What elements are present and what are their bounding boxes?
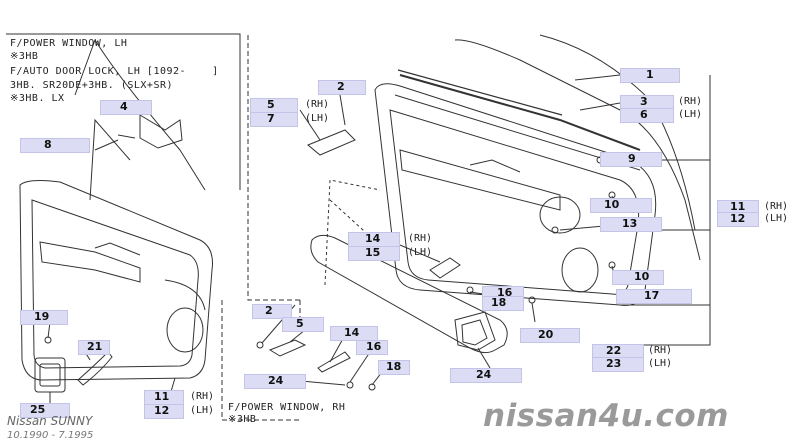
callout-23[interactable]: [592, 357, 644, 372]
part-number-16[interactable]: 16: [497, 286, 513, 299]
lh-door-outline: [19, 180, 213, 381]
side-3: (RH): [678, 96, 703, 107]
part-number-4[interactable]: 4: [120, 100, 128, 113]
part-number-1[interactable]: 1: [646, 68, 654, 81]
side-11-lower: (RH): [190, 391, 215, 402]
part-number-24-lower[interactable]: 24: [268, 374, 284, 387]
side-11: (RH): [764, 201, 789, 212]
part-number-2-lower[interactable]: 2: [265, 304, 273, 317]
side-14: (RH): [408, 233, 433, 244]
callout-16-lower[interactable]: [356, 340, 388, 355]
note-bracket-lh: [6, 33, 241, 190]
note-lh-line-5: ※3HB. LX: [10, 93, 65, 104]
note-lh-line-1: F/POWER WINDOW, LH: [10, 38, 128, 49]
model-name: Nissan SUNNY: [7, 414, 93, 428]
callout-10-lower[interactable]: [612, 270, 664, 285]
callout-2-lower[interactable]: [252, 304, 292, 319]
callout-4[interactable]: [100, 100, 152, 115]
side-12-lower: (LH): [190, 405, 215, 416]
part-number-16-lower[interactable]: 16: [366, 340, 382, 353]
part-number-9[interactable]: 9: [628, 152, 636, 165]
part-number-13[interactable]: 13: [622, 217, 638, 230]
part-number-11-lower[interactable]: 11: [154, 390, 170, 403]
callout-15[interactable]: [348, 246, 400, 261]
part-number-2[interactable]: 2: [337, 80, 345, 93]
callout-8[interactable]: [20, 138, 90, 153]
callout-13[interactable]: [600, 217, 662, 232]
side-6: (LH): [678, 109, 703, 120]
callout-21[interactable]: [78, 340, 110, 355]
part-number-3[interactable]: 3: [640, 95, 648, 108]
note-lh-line-3: F/AUTO DOOR LOCK, LH [1092- ]: [10, 66, 219, 77]
side-7: (LH): [305, 113, 330, 124]
callout-1[interactable]: [620, 68, 680, 83]
part-number-12-lower[interactable]: 12: [154, 404, 170, 417]
callout-2[interactable]: [318, 80, 366, 95]
part-number-14-lower[interactable]: 14: [344, 326, 360, 339]
side-22: (RH): [648, 345, 673, 356]
callout-18[interactable]: [482, 296, 524, 311]
note-rh-line-2: ※3HB: [228, 414, 257, 425]
side-23: (LH): [648, 358, 673, 369]
boundary-line: [247, 35, 300, 301]
callout-20[interactable]: [520, 328, 580, 343]
callout-24-lower[interactable]: [244, 374, 306, 389]
callout-19[interactable]: [20, 310, 68, 325]
callout-5-lower[interactable]: [282, 317, 324, 332]
part-number-10-upper[interactable]: 10: [604, 198, 620, 211]
part-number-5[interactable]: 5: [267, 98, 275, 111]
part-number-7[interactable]: 7: [267, 112, 275, 125]
note-lh-line-2: ※3HB: [10, 51, 39, 62]
callout-25[interactable]: [20, 403, 70, 418]
watermark-logo: nissan4u.com: [483, 398, 729, 434]
part-number-6[interactable]: 6: [640, 108, 648, 121]
note-lh-line-4: 3HB. SR20DE+3HB. (SLX+SR): [10, 80, 174, 91]
part-number-11[interactable]: 11: [730, 200, 746, 213]
part-number-22[interactable]: 22: [606, 344, 622, 357]
side-5: (RH): [305, 99, 330, 110]
part-number-20[interactable]: 20: [538, 328, 554, 341]
side-12: (LH): [764, 213, 789, 224]
callout-12-lower[interactable]: [144, 404, 184, 419]
callout-17[interactable]: [616, 289, 692, 304]
note-rh-line-1: F/POWER WINDOW, RH: [228, 402, 346, 413]
side-15: (LH): [408, 247, 433, 258]
part-number-25[interactable]: 25: [30, 403, 46, 416]
part-number-17[interactable]: 17: [644, 289, 660, 302]
part-number-18-lower[interactable]: 18: [386, 360, 402, 373]
part-number-18[interactable]: 18: [491, 296, 507, 309]
part-number-21[interactable]: 21: [87, 340, 103, 353]
callout-10-upper[interactable]: [590, 198, 652, 213]
callout-12[interactable]: [717, 212, 759, 227]
part-number-23[interactable]: 23: [606, 357, 622, 370]
part-number-8[interactable]: 8: [44, 138, 52, 151]
callout-14-lower[interactable]: [330, 326, 378, 341]
part-number-14[interactable]: 14: [365, 232, 381, 245]
callout-18-lower[interactable]: [378, 360, 410, 375]
callout-7[interactable]: [250, 112, 298, 127]
callout-24[interactable]: [450, 368, 522, 383]
callout-6[interactable]: [620, 108, 674, 123]
rh-door-outline: [374, 83, 657, 306]
production-range: 10.1990 - 7.1995: [7, 430, 94, 441]
part-number-19[interactable]: 19: [34, 310, 50, 323]
part-number-12[interactable]: 12: [730, 212, 746, 225]
callout-9[interactable]: [600, 152, 662, 167]
part-number-5-lower[interactable]: 5: [296, 317, 304, 330]
part-number-10-lower[interactable]: 10: [634, 270, 650, 283]
part-number-24[interactable]: 24: [476, 368, 492, 381]
part-number-15[interactable]: 15: [365, 246, 381, 259]
